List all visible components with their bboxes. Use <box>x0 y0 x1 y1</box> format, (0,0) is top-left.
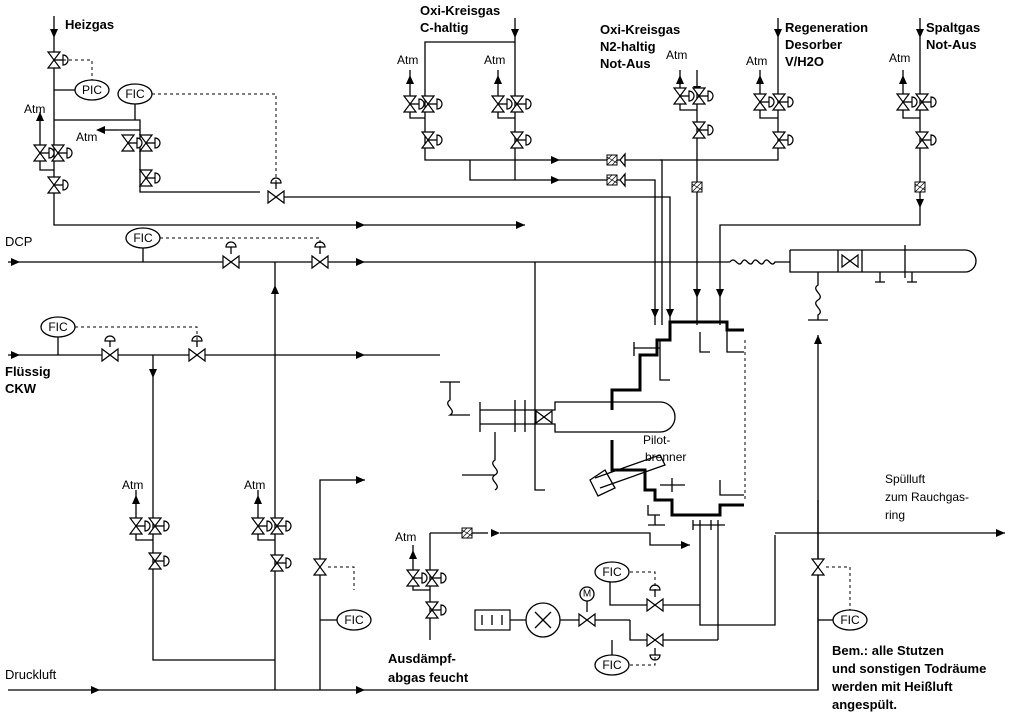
atm-label: Atm <box>746 54 767 68</box>
atm-label: Atm <box>244 478 265 492</box>
regeneration-line <box>660 18 794 161</box>
ausdampf-line <box>406 527 718 676</box>
note-line-3: werden mit Heißluft <box>831 679 953 694</box>
fic-label-heizgas: FIC <box>125 87 145 101</box>
fic-label-motor: FIC <box>602 565 622 579</box>
ausdampf-label-1: Ausdämpf- <box>388 651 456 666</box>
regeneration-label-2: Desorber <box>785 37 842 52</box>
spuelluft-label-3: ring <box>885 508 905 522</box>
pilot-label-2: brenner <box>645 450 686 464</box>
dcp-line <box>8 227 790 269</box>
fluessig-label-2: CKW <box>5 381 37 396</box>
oxi-c-line <box>403 18 674 325</box>
note-line-1: Bem.: alle Stutzen <box>832 643 944 658</box>
ausdampf-label-2: abgas feucht <box>388 670 469 685</box>
oxi-n2-label-2: N2-haltig <box>600 39 656 54</box>
fluessig-line <box>8 262 440 690</box>
spaltgas-line <box>716 18 937 325</box>
heizgas-line <box>33 16 671 325</box>
pic-label: PIC <box>82 83 102 97</box>
note-line-4: angespült. <box>832 697 897 712</box>
spuelluft-label-2: zum Rauchgas- <box>885 490 969 504</box>
spaltgas-label-1: Spaltgas <box>926 20 980 35</box>
oxi-c-label-2: C-haltig <box>420 20 468 35</box>
druckluft-label: Druckluft <box>5 667 57 682</box>
note-line-2: und sonstigen Todräume <box>832 661 986 676</box>
fic-label-dcp: FIC <box>133 231 153 245</box>
heizgas-instruments: PIC FIC <box>54 79 277 183</box>
fic-label-lower: FIC <box>602 658 622 672</box>
spuelluft-line <box>775 500 1005 690</box>
atm-label: Atm <box>889 51 910 65</box>
motor-label: M <box>583 589 591 600</box>
atm-label: Atm <box>395 530 416 544</box>
atm-label: Atm <box>397 53 418 67</box>
reactor <box>440 262 776 640</box>
atm-label: Atm <box>76 130 97 144</box>
oxi-n2-label-1: Oxi-Kreisgas <box>600 22 680 37</box>
oxi-n2-label-3: Not-Aus <box>600 56 651 71</box>
oxi-c-label-1: Oxi-Kreisgas <box>420 3 500 18</box>
fic-label-spuelluft: FIC <box>840 613 860 627</box>
spaltgas-label-2: Not-Aus <box>926 37 977 52</box>
fic-label-fluessig: FIC <box>48 320 68 334</box>
fluessig-label-1: Flüssig <box>5 364 51 379</box>
fic-label-druckluft: FIC <box>344 613 364 627</box>
upper-lance <box>789 245 977 321</box>
regeneration-label-1: Regeneration <box>785 20 868 35</box>
oxi-n2-line <box>673 70 714 325</box>
spuelluft-label-1: Spülluft <box>885 472 926 486</box>
pilot-label-1: Pilot- <box>643 433 670 447</box>
atm-label: Atm <box>122 478 143 492</box>
atm-label: Atm <box>24 102 45 116</box>
atm-label: Atm <box>484 53 505 67</box>
regeneration-label-3: V/H2O <box>785 54 824 69</box>
dcp-label: DCP <box>5 234 32 249</box>
atm-label: Atm <box>666 48 687 62</box>
heizgas-label: Heizgas <box>65 17 114 32</box>
